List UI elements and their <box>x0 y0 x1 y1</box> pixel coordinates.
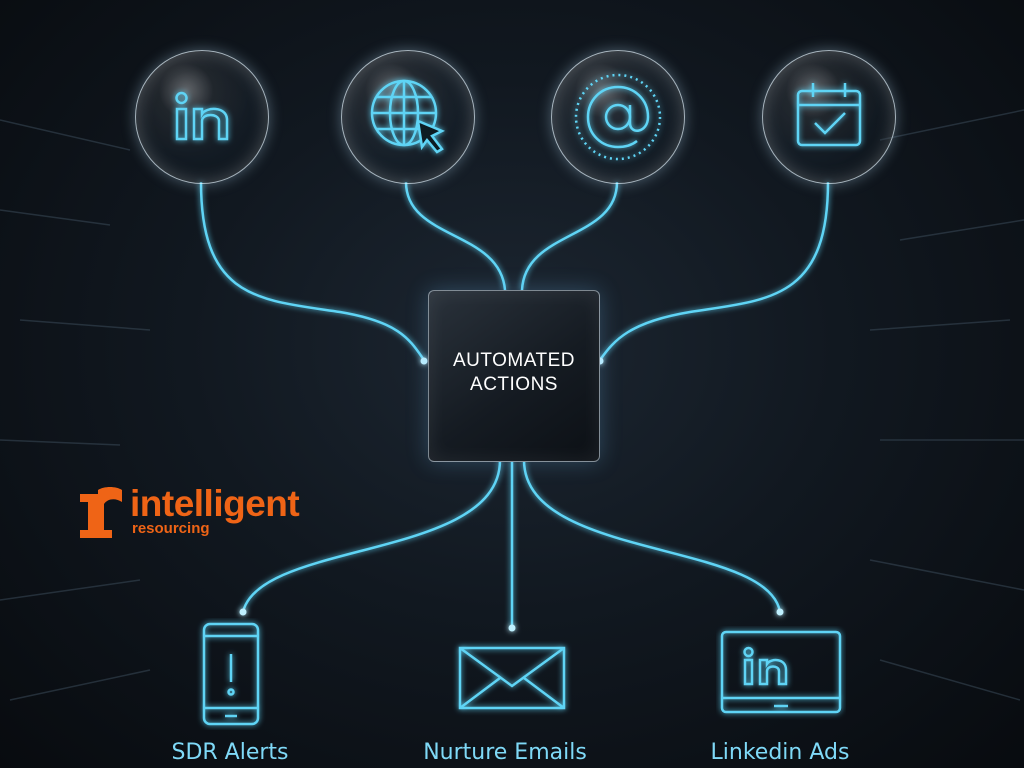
connector-lines <box>199 181 830 628</box>
node-dot <box>420 357 428 365</box>
connector-email <box>520 181 619 291</box>
connector-ads <box>522 459 782 613</box>
linkedin-screen-icon <box>720 630 842 714</box>
connector-web <box>404 181 507 291</box>
logo-subtitle: resourcing <box>132 520 210 537</box>
node-dot <box>508 624 516 632</box>
connector-linkedin <box>199 181 426 361</box>
connector-sdr <box>241 459 502 613</box>
node-dot <box>776 608 784 616</box>
hub-label-line2: ACTIONS <box>470 374 558 395</box>
envelope-icon <box>458 646 566 710</box>
connector-calendar <box>598 181 830 361</box>
background-streaks <box>0 109 1024 701</box>
logo-wordmark: intelligent <box>130 483 300 524</box>
at-sign-icon <box>574 73 662 161</box>
linkedin-icon <box>175 91 229 141</box>
automated-actions-hub: AUTOMATED ACTIONS <box>428 290 600 462</box>
hub-label-line1: AUTOMATED <box>452 350 576 371</box>
calendar-check-icon <box>796 83 862 147</box>
linkedin-ads-label: Linkedin Ads <box>710 740 850 765</box>
phone-alert-icon <box>202 622 260 726</box>
calendar-bubble <box>762 50 896 184</box>
nurture-emails-label: Nurture Emails <box>423 740 587 765</box>
logo-mark-icon <box>80 487 122 538</box>
node-dot <box>239 608 247 616</box>
intelligent-resourcing-logo: intelligent resourcing <box>76 484 336 544</box>
hub-label: AUTOMATED ACTIONS <box>429 349 599 397</box>
email-bubble <box>551 50 685 184</box>
web-bubble <box>341 50 475 184</box>
linkedin-bubble <box>135 50 269 184</box>
globe-cursor-icon <box>370 79 446 154</box>
sdr-alerts-label: SDR Alerts <box>171 740 289 765</box>
